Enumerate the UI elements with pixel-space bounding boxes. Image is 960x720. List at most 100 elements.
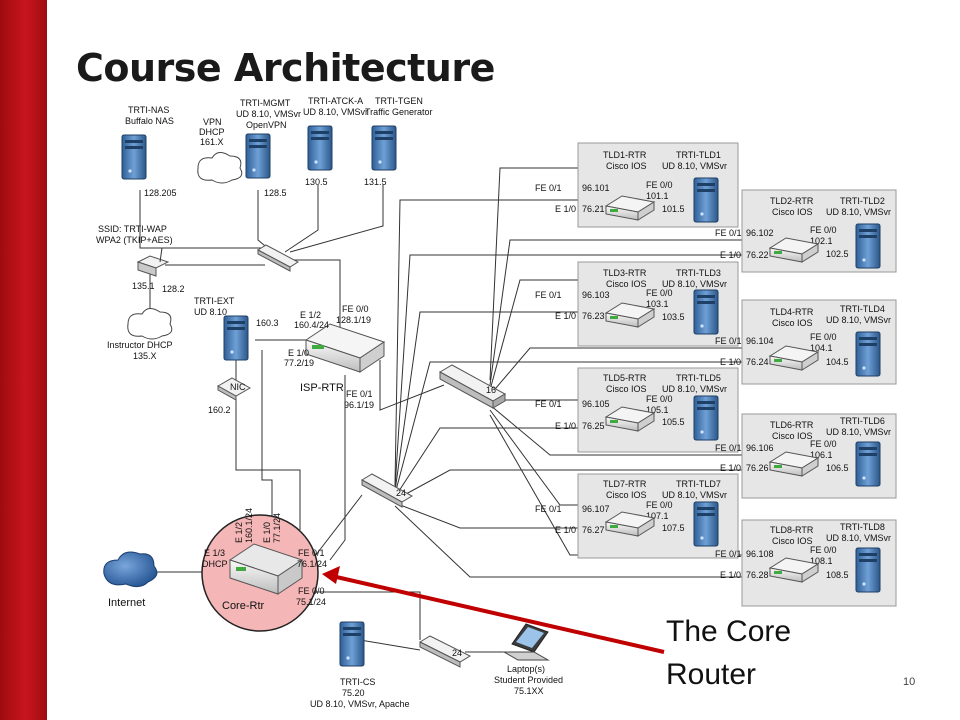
tld2-rtr-name: TLD2-RTR xyxy=(770,196,814,206)
tld4-rtr-name: TLD4-RTR xyxy=(770,307,814,317)
lower-switch-label: 24 xyxy=(396,488,406,498)
vpn-dhcp: DHCP xyxy=(199,127,225,137)
laptop-l2: Student Provided xyxy=(494,675,563,685)
tld3-e10-ip: 76.23 xyxy=(582,311,605,321)
tld8-fe00-ip: 108.1 xyxy=(810,556,833,566)
tld2-e10: E 1/0 xyxy=(720,250,741,260)
tld4-server-icon xyxy=(855,331,881,377)
tld7-srv-name: TRTI-TLD7 xyxy=(676,479,721,489)
tld8-group: TLD8-RTR Cisco IOS TRTI-TLD8 UD 8.10, VM… xyxy=(715,522,891,593)
laptop-l1: Laptop(s) xyxy=(507,664,545,674)
wap-router-icon xyxy=(136,247,170,277)
core-e10-ip: 77.1/24 xyxy=(272,513,282,543)
internet-cloud-icon xyxy=(103,551,158,588)
wap-ssid: SSID: TRTI-WAP xyxy=(98,224,167,234)
tld6-fe01-ip: 96.106 xyxy=(746,443,774,453)
core-e10: E 1/0 xyxy=(262,522,272,543)
tld7-e10-ip: 76.27 xyxy=(582,525,605,535)
tld1-e10-ip: 76.21 xyxy=(582,204,605,214)
tld1-rtr-name: TLD1-RTR xyxy=(603,150,647,160)
tld2-fe01: FE 0/1 xyxy=(715,228,742,238)
laptop-l3: 75.1XX xyxy=(514,686,544,696)
page-number: 10 xyxy=(903,676,916,688)
tld1-fe01: FE 0/1 xyxy=(535,183,562,193)
tld8-rtr-ios: Cisco IOS xyxy=(772,536,813,546)
atck-server-icon xyxy=(307,125,333,171)
tld1-group: TLD1-RTR Cisco IOS TRTI-TLD1 UD 8.10, VM… xyxy=(535,150,727,223)
tld6-fe00: FE 0/0 xyxy=(810,439,837,449)
tld1-srv-ip: 101.5 xyxy=(662,204,685,214)
tld3-srv-os: UD 8.10, VMSvr xyxy=(662,279,727,289)
tld7-fe01: FE 0/1 xyxy=(535,504,562,514)
tld3-srv-name: TRTI-TLD3 xyxy=(676,268,721,278)
tld8-server-icon xyxy=(855,547,881,593)
vpn-label: VPN xyxy=(203,117,222,127)
tld2-srv-name: TRTI-TLD2 xyxy=(840,196,885,206)
tld1-e10: E 1/0 xyxy=(555,204,576,214)
tld1-fe00-ip: 101.1 xyxy=(646,191,669,201)
laptop-icon xyxy=(502,623,550,661)
isp-fe00-ip: 128.1/19 xyxy=(336,315,371,325)
core-fe01-ip: 76.1/24 xyxy=(297,559,327,569)
isp-e10-ip: 77.2/19 xyxy=(284,358,314,368)
atck-ip: 130.5 xyxy=(305,177,328,187)
tld1-server-icon xyxy=(693,177,719,223)
mgmt-server-icon xyxy=(245,133,271,179)
cs-sub: UD 8.10, VMSvr, Apache xyxy=(310,699,410,709)
mgmt-sub: UD 8.10, VMSvr xyxy=(236,109,301,119)
tld8-fe00: FE 0/0 xyxy=(810,545,837,555)
isp-name: ISP-RTR xyxy=(300,382,344,394)
core-e12: E 1/2 xyxy=(234,522,244,543)
center-switch-icon xyxy=(438,364,507,409)
core-router-callout: The Core Router xyxy=(666,610,836,696)
tld5-e10: E 1/0 xyxy=(555,421,576,431)
tld5-rtr-ios: Cisco IOS xyxy=(606,384,647,394)
wap-ip-right: 128.2 xyxy=(162,284,185,294)
tld6-rtr-ios: Cisco IOS xyxy=(772,431,813,441)
tld6-e10-ip: 76.26 xyxy=(746,463,769,473)
lower-switch-icon xyxy=(360,473,414,508)
tld4-srv-name: TRTI-TLD4 xyxy=(840,304,885,314)
left-accent-bar xyxy=(0,0,47,720)
core-router-icon xyxy=(228,543,304,595)
laptop-switch-icon xyxy=(418,635,472,668)
isp-fe00: FE 0/0 xyxy=(342,304,369,314)
core-name: Core-Rtr xyxy=(222,600,265,612)
core-e13-ip: DHCP xyxy=(202,559,228,569)
tld7-e10: E 1/0 xyxy=(555,525,576,535)
tld7-server-icon xyxy=(693,501,719,547)
nas-name: TRTI-NAS xyxy=(128,105,169,115)
tld2-fe01-ip: 96.102 xyxy=(746,228,774,238)
tld4-e10-ip: 76.24 xyxy=(746,357,769,367)
wap-ip-left: 135.1 xyxy=(132,281,155,291)
tld6-srv-ip: 106.5 xyxy=(826,463,849,473)
ext-server-icon xyxy=(223,315,249,361)
tld5-fe00-ip: 105.1 xyxy=(646,405,669,415)
isp-e10: E 1/0 xyxy=(288,348,309,358)
tld4-srv-os: UD 8.10, VMSvr xyxy=(826,315,891,325)
tld8-srv-os: UD 8.10, VMSvr xyxy=(826,533,891,543)
tld8-fe01-ip: 96.108 xyxy=(746,549,774,559)
isp-e12: E 1/2 xyxy=(300,310,321,320)
atck-name: TRTI-ATCK-A xyxy=(308,96,363,106)
tld7-fe01-ip: 96.107 xyxy=(582,504,610,514)
isp-router-icon xyxy=(304,323,386,373)
ext-name: TRTI-EXT xyxy=(194,296,235,306)
ext-sub: UD 8.10 xyxy=(194,307,227,317)
callout-arrow xyxy=(322,566,665,654)
tld6-server-icon xyxy=(855,441,881,487)
tld8-rtr-name: TLD8-RTR xyxy=(770,525,814,535)
tld8-e10-ip: 76.28 xyxy=(746,570,769,580)
tgen-ip: 131.5 xyxy=(364,177,387,187)
tld5-fe01: FE 0/1 xyxy=(535,399,562,409)
tld3-srv-ip: 103.5 xyxy=(662,312,685,322)
tld3-fe00-ip: 103.1 xyxy=(646,299,669,309)
isp-fe01-ip: 96.1/19 xyxy=(344,400,374,410)
tld2-srv-os: UD 8.10, VMSvr xyxy=(826,207,891,217)
tld2-srv-ip: 102.5 xyxy=(826,249,849,259)
tld1-fe01-ip: 96.101 xyxy=(582,183,610,193)
isp-e12-ip: 160.4/24 xyxy=(294,320,329,330)
nas-ip: 128.205 xyxy=(144,188,177,198)
tld5-srv-name: TRTI-TLD5 xyxy=(676,373,721,383)
tld1-fe00: FE 0/0 xyxy=(646,180,673,190)
